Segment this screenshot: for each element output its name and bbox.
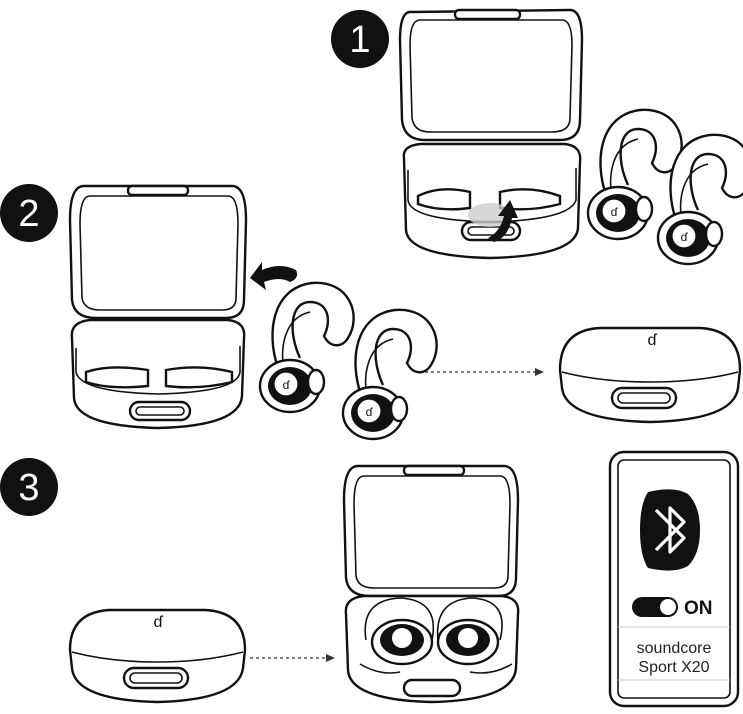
open-case-step2 — [70, 186, 246, 428]
earbud-left-step2 — [260, 283, 354, 412]
closed-case-step3: ɗ — [70, 610, 245, 702]
svg-text:ɗ: ɗ — [154, 614, 164, 631]
device-name-line1: soundcore — [637, 640, 712, 657]
toggle-on-label: ON — [684, 598, 713, 619]
svg-text:3: 3 — [18, 467, 39, 509]
earbud-right-step2 — [343, 310, 437, 439]
device-name-line2: Sport X20 — [638, 659, 709, 676]
step-badge-1: 1 — [331, 10, 389, 68]
open-case-with-earbuds-step3 — [344, 466, 518, 702]
toggle-switch-icon — [632, 597, 678, 617]
open-case-step1 — [400, 10, 582, 258]
svg-text:1: 1 — [349, 19, 370, 61]
svg-text:2: 2 — [18, 193, 39, 235]
dashed-arrow-step2 — [425, 368, 544, 376]
soundcore-logo-icon: ɗ — [648, 332, 658, 349]
step-badge-2: 2 — [0, 184, 58, 242]
phone-pairing-screen: ON soundcore Sport X20 — [610, 452, 738, 706]
step-badge-3: 3 — [0, 458, 58, 516]
closed-case-step2: ɗ — [560, 328, 740, 422]
bluetooth-icon — [640, 489, 700, 570]
dashed-arrow-step3 — [250, 654, 335, 662]
curved-arrow-icon — [250, 262, 297, 290]
